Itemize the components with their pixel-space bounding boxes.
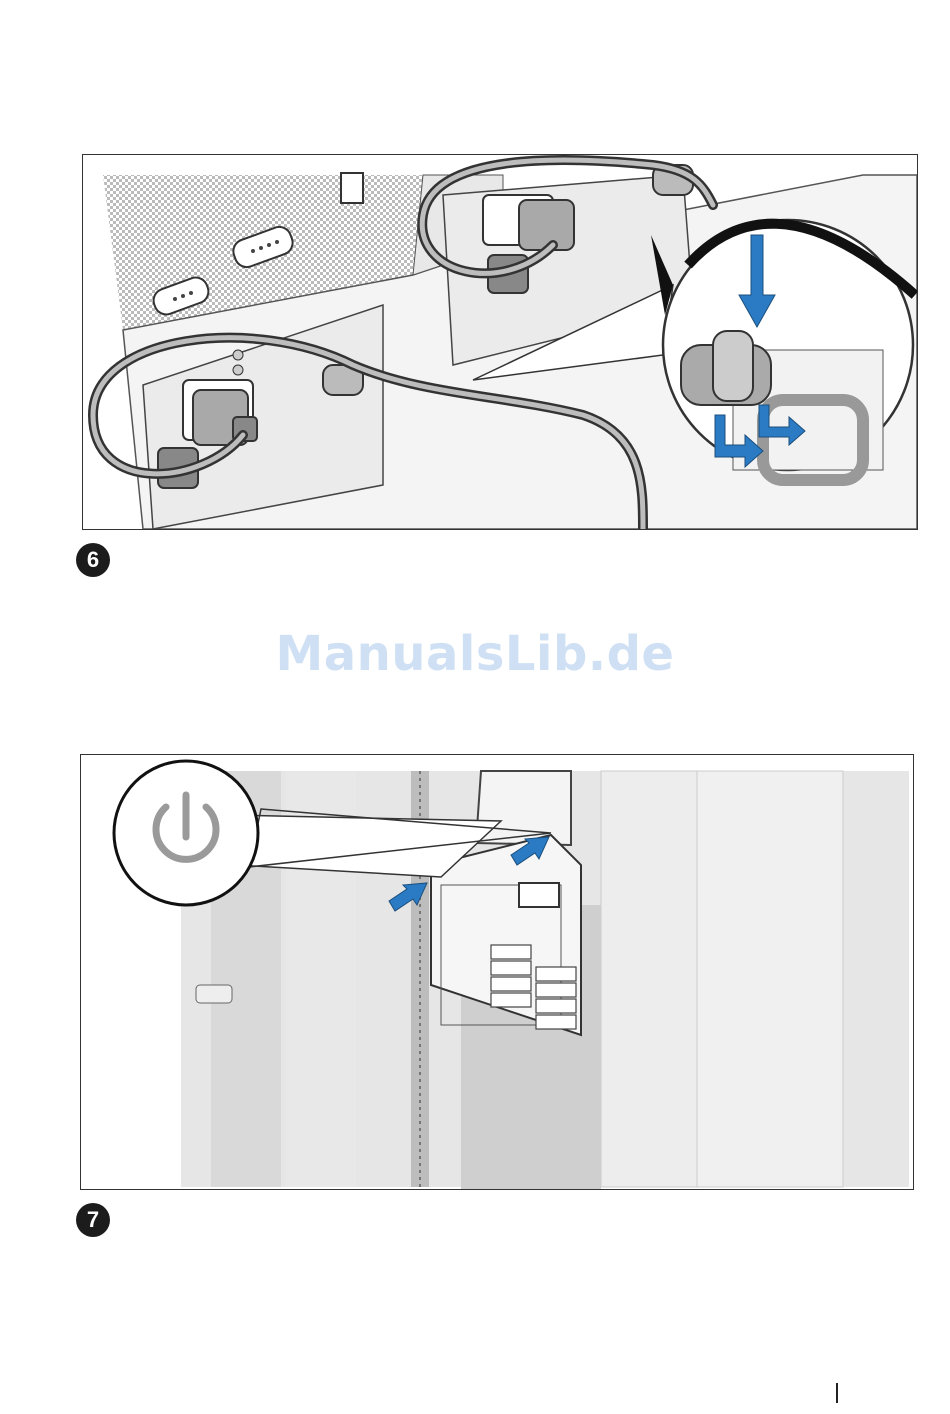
power-cable-clip-illustration [83,155,917,529]
step-number-badge: 6 [76,543,110,577]
cable-retention-illustration [82,154,918,530]
watermark: ManualsLib.de [0,626,950,682]
power-on-rack-illustration [80,754,914,1190]
step-number-badge: 7 [76,1203,110,1237]
page-divider [836,1383,838,1403]
